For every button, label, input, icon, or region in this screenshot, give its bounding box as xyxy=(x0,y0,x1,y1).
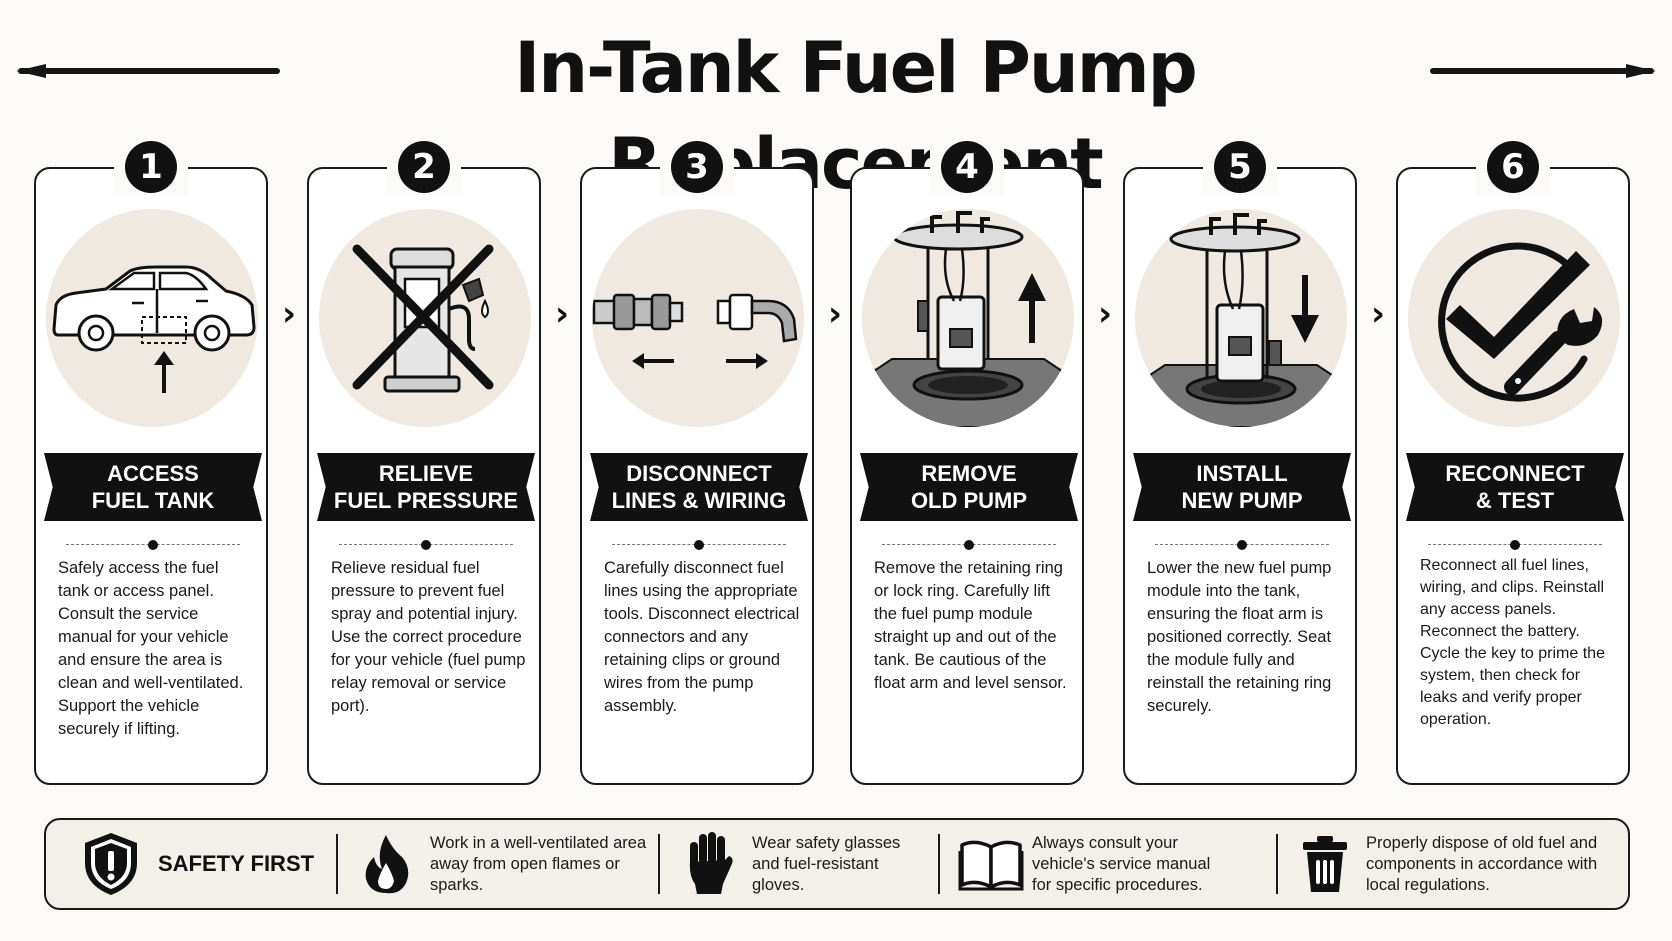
divider xyxy=(339,540,513,550)
separator xyxy=(938,834,940,894)
title-rule-right xyxy=(1430,64,1656,78)
separator xyxy=(336,834,338,894)
divider xyxy=(612,540,786,550)
step-card-5: 5 INSTALL NEW PUMP Lower the new fuel pu… xyxy=(1123,139,1357,785)
step-heading-line2: NEW PUMP xyxy=(1181,488,1303,513)
chevron-right-icon: › xyxy=(827,294,842,334)
safety-item-4: Properly dispose of old fuel and compone… xyxy=(1290,820,1620,908)
crossed-fuel-pump-icon xyxy=(319,209,531,427)
step-badge: 5 xyxy=(1203,139,1277,195)
step-heading: INSTALL NEW PUMP xyxy=(1133,453,1351,521)
step-card-3: 3 DISCONNECT LINES & WIRING Carefully di… xyxy=(580,139,814,785)
step-heading-line1: INSTALL xyxy=(1196,461,1288,486)
safety-heading-group: SAFETY FIRST xyxy=(76,820,346,908)
step-heading-line2: OLD PUMP xyxy=(910,488,1028,513)
step-heading: RELIEVE FUEL PRESSURE xyxy=(317,453,535,521)
flame-icon xyxy=(352,829,422,899)
safety-text: Always consult your vehicle's service ma… xyxy=(1032,833,1211,894)
shield-warning-icon xyxy=(76,829,146,899)
pump-module-down-icon xyxy=(1135,209,1347,427)
step-heading-line1: RELIEVE xyxy=(378,461,474,486)
glove-icon xyxy=(674,829,744,899)
step-badge: 4 xyxy=(930,139,1004,195)
step-heading: REMOVE OLD PUMP xyxy=(860,453,1078,521)
step-description: Carefully disconnect fuel lines using th… xyxy=(604,559,800,715)
step-card-1: 1 ACCESS FUEL TANK Safely access t xyxy=(34,139,268,785)
safety-text: Wear safety glasses and fuel-resistant g… xyxy=(752,833,901,894)
page-title: In-Tank Fuel Pump Replacement xyxy=(514,27,1198,205)
safety-heading: SAFETY FIRST xyxy=(158,851,315,876)
pump-module-up-icon xyxy=(862,209,1074,427)
separator xyxy=(1276,834,1278,894)
check-wrench-icon xyxy=(1408,209,1620,427)
step-number: 3 xyxy=(671,141,723,193)
car-underside-icon xyxy=(46,209,258,427)
step-description: Safely access the fuel tank or access pa… xyxy=(58,559,244,738)
safety-panel: SAFETY FIRST Work in a well-ventilated a… xyxy=(44,818,1630,910)
chevron-right-icon: › xyxy=(1097,294,1112,334)
step-number: 1 xyxy=(125,141,177,193)
trash-icon xyxy=(1290,829,1360,899)
step-description: Relieve residual fuel pressure to preven… xyxy=(331,559,526,715)
chevron-right-icon: › xyxy=(1370,294,1385,334)
chevron-right-icon: › xyxy=(281,294,296,334)
safety-item-2: Wear safety glasses and fuel-resistant g… xyxy=(674,820,934,908)
divider xyxy=(1428,540,1602,550)
divider xyxy=(882,540,1056,550)
step-heading: RECONNECT & TEST xyxy=(1406,453,1624,521)
disconnect-lines-icon xyxy=(592,209,804,427)
step-heading-line1: ACCESS xyxy=(107,461,199,486)
step-heading-line2: & TEST xyxy=(1475,488,1555,513)
title-rule-left xyxy=(16,64,280,78)
step-description: Lower the new fuel pump module into the … xyxy=(1147,559,1332,715)
step-card-4: 4 REMOVE OLD PUMP Remove the retaining r… xyxy=(850,139,1084,785)
step-heading-line1: REMOVE xyxy=(921,461,1017,486)
safety-text: Properly dispose of old fuel and compone… xyxy=(1366,833,1598,894)
step-heading-line1: RECONNECT xyxy=(1445,461,1585,486)
step-number: 5 xyxy=(1214,141,1266,193)
step-heading-line2: LINES & WIRING xyxy=(611,488,787,513)
title-row: In-Tank Fuel Pump Replacement xyxy=(0,18,1672,205)
chevron-right-icon: › xyxy=(554,294,569,334)
step-heading-line2: FUEL PRESSURE xyxy=(333,488,519,513)
step-heading-line2: FUEL TANK xyxy=(91,488,215,513)
step-badge: 2 xyxy=(387,139,461,195)
step-heading: DISCONNECT LINES & WIRING xyxy=(590,453,808,521)
safety-item-1: Work in a well-ventilated area away from… xyxy=(352,820,682,908)
step-card-2: 2 RELIEVE FUEL PRESSURE Relieve residual… xyxy=(307,139,541,785)
step-number: 2 xyxy=(398,141,450,193)
step-description: Remove the retaining ring or lock ring. … xyxy=(874,559,1067,692)
separator xyxy=(658,834,660,894)
step-card-6: 6 RECONNECT & TEST Reconnect all fuel li… xyxy=(1396,139,1630,785)
book-icon xyxy=(956,829,1026,899)
step-badge: 3 xyxy=(660,139,734,195)
divider xyxy=(66,540,240,550)
divider xyxy=(1155,540,1329,550)
step-heading: ACCESS FUEL TANK xyxy=(44,453,262,521)
step-badge: 1 xyxy=(114,139,188,195)
step-number: 4 xyxy=(941,141,993,193)
safety-text: Work in a well-ventilated area away from… xyxy=(430,833,647,894)
safety-item-3: Always consult your vehicle's service ma… xyxy=(956,820,1266,908)
step-number: 6 xyxy=(1487,141,1539,193)
step-badge: 6 xyxy=(1476,139,1550,195)
step-heading-line1: DISCONNECT xyxy=(626,461,772,486)
step-description: Reconnect all fuel lines, wiring, and cl… xyxy=(1420,557,1605,728)
